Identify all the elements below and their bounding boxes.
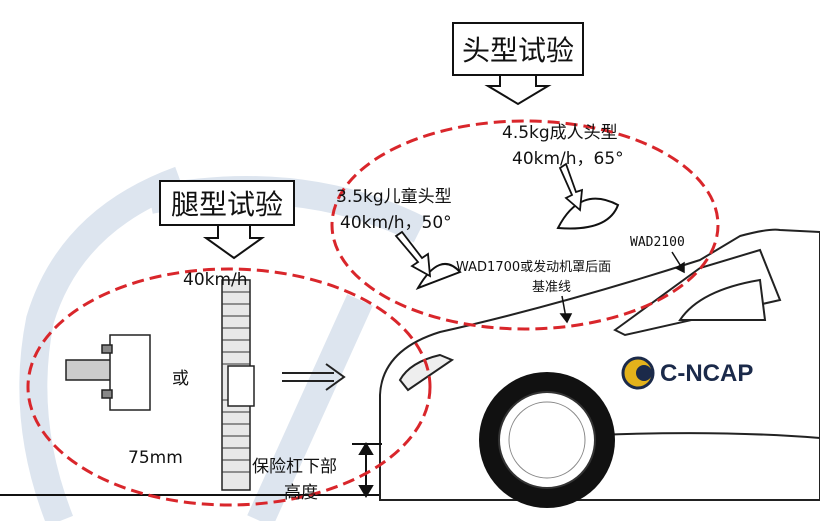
upper-legform xyxy=(65,334,151,411)
adult-head-arrow xyxy=(558,162,584,212)
motion-arrow xyxy=(282,363,346,391)
adult-headform-label: 4.5kg成人头型 xyxy=(502,123,618,143)
wad1700-label: WAD1700或发动机罩后面 xyxy=(456,260,612,275)
bumper-height-arrow xyxy=(352,442,382,498)
wheel xyxy=(479,372,615,508)
leg-test-callout: 腿型试验 xyxy=(159,180,295,226)
wad-arrows xyxy=(559,251,685,324)
head-callout-pointer xyxy=(484,74,552,106)
bumper-height-label: 保险杠下部 xyxy=(252,457,337,477)
adult-headform-spec: 40km/h，65° xyxy=(512,149,624,169)
height-value-label: 75mm xyxy=(128,448,183,468)
head-test-callout: 头型试验 xyxy=(452,22,584,76)
child-head-arrow xyxy=(394,230,432,278)
or-label: 或 xyxy=(172,369,189,389)
child-headform-label: 3.5kg儿童头型 xyxy=(336,187,452,207)
reference-line-label: 基准线 xyxy=(532,280,572,295)
wad2100-label: WAD2100 xyxy=(630,235,685,250)
adult-headform xyxy=(556,197,620,230)
leg-impactor-column xyxy=(221,279,255,491)
leg-callout-pointer xyxy=(202,224,266,260)
head-test-zone xyxy=(330,119,720,331)
leg-speed-label: 40km/h xyxy=(183,270,248,290)
leg-test-zone xyxy=(26,267,432,507)
child-headform-spec: 40km/h，50° xyxy=(340,213,452,233)
bumper-height-label-2: 高度 xyxy=(284,483,318,503)
cncap-logo-text: C-NCAP xyxy=(660,360,754,387)
cncap-logo xyxy=(614,352,762,394)
child-headform xyxy=(415,263,462,290)
